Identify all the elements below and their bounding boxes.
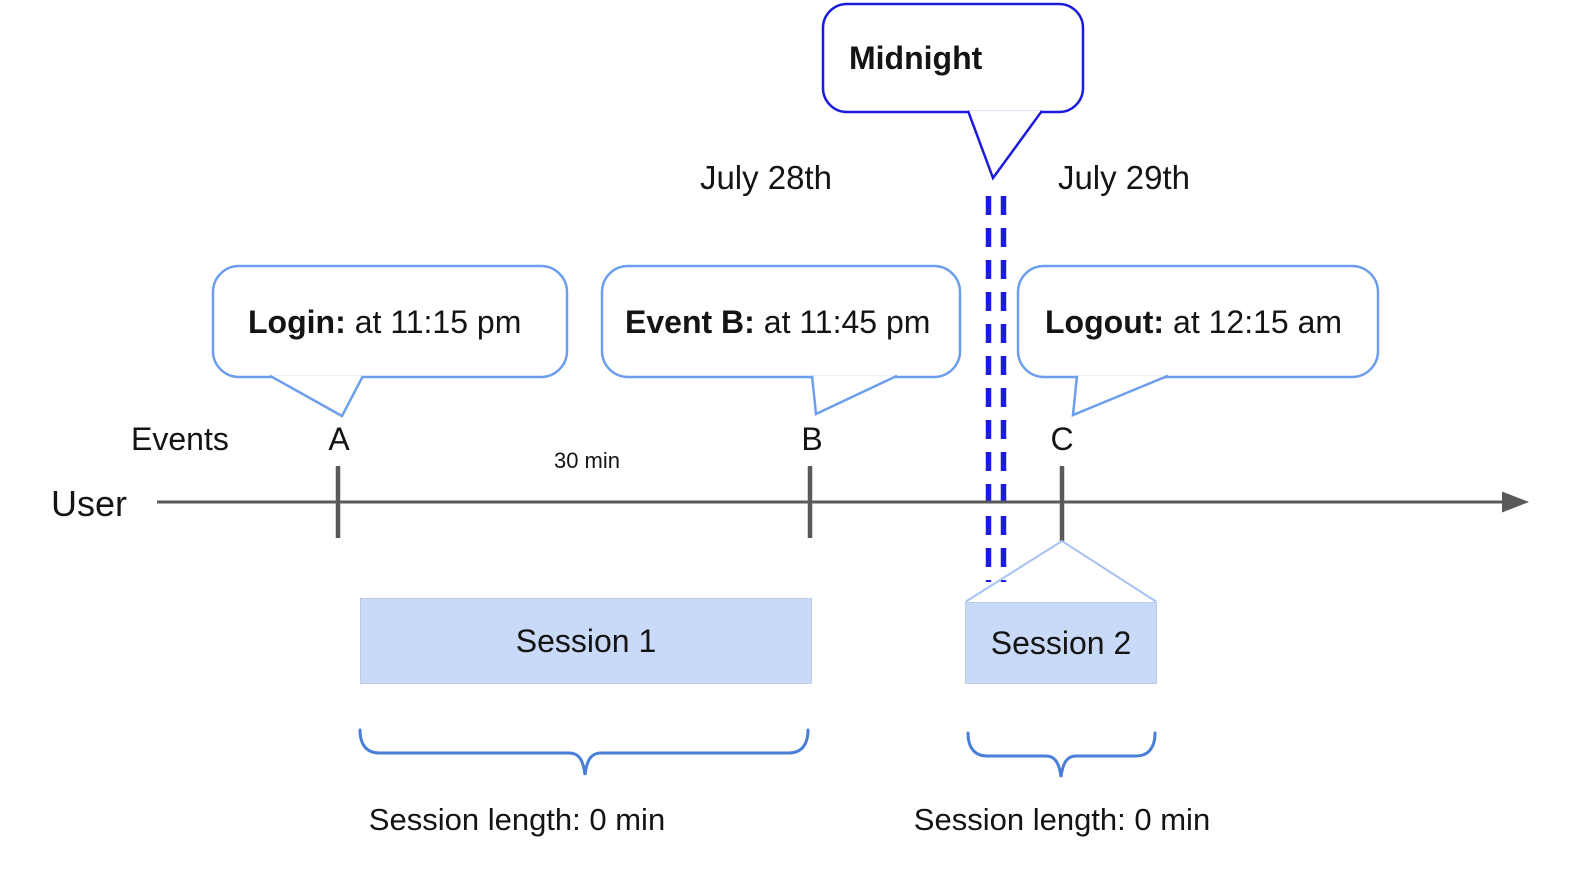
event-b-callout-title: Event B: [625, 303, 755, 340]
session2-box: Session 2 [965, 602, 1157, 684]
session1-length-label: Session length: 0 min [368, 802, 666, 837]
login-callout-bubble [211, 264, 569, 379]
session2-funnel-lines [965, 539, 1157, 603]
user-row-label: User [51, 483, 128, 524]
timeline-arrowhead-icon [1502, 491, 1529, 513]
event-marker-c: C [1050, 421, 1074, 457]
event-b-callout-time: at 11:45 pm [763, 303, 931, 340]
event-b-callout-tail [810, 374, 898, 416]
date-label-july-28: July 28th [699, 159, 833, 196]
session2-label: Session 2 [990, 624, 1132, 661]
midnight-callout-bubble [821, 2, 1085, 114]
login-callout-time: at 11:15 pm [354, 303, 522, 340]
session1-length-brace [358, 728, 810, 776]
logout-callout-tail [1071, 374, 1169, 417]
session2-length-brace [966, 731, 1157, 778]
date-label-july-29: July 29th [1057, 159, 1191, 196]
session2-length-label: Session length: 0 min [913, 802, 1211, 837]
login-callout-text: Login: at 11:15 pm [248, 266, 521, 377]
logout-callout-time: at 12:15 am [1173, 303, 1343, 340]
login-callout-title: Login: [248, 303, 346, 340]
event-b-callout-text: Event B: at 11:45 pm [625, 266, 930, 377]
events-row-label: Events [131, 421, 229, 457]
interval-30min-label: 30 min [553, 448, 621, 473]
event-marker-a: A [328, 421, 350, 457]
session1-box: Session 1 [360, 598, 812, 684]
event-b-callout-bubble [600, 264, 962, 379]
midnight-callout-tail [966, 110, 1044, 181]
midnight-callout-label: Midnight [849, 40, 983, 76]
session1-label: Session 1 [515, 622, 657, 659]
logout-callout-bubble [1016, 264, 1380, 379]
login-callout-tail [269, 374, 365, 418]
logout-callout-text: Logout: at 12:15 am [1045, 266, 1342, 377]
event-marker-b: B [801, 421, 823, 457]
logout-callout-title: Logout: [1045, 303, 1165, 340]
